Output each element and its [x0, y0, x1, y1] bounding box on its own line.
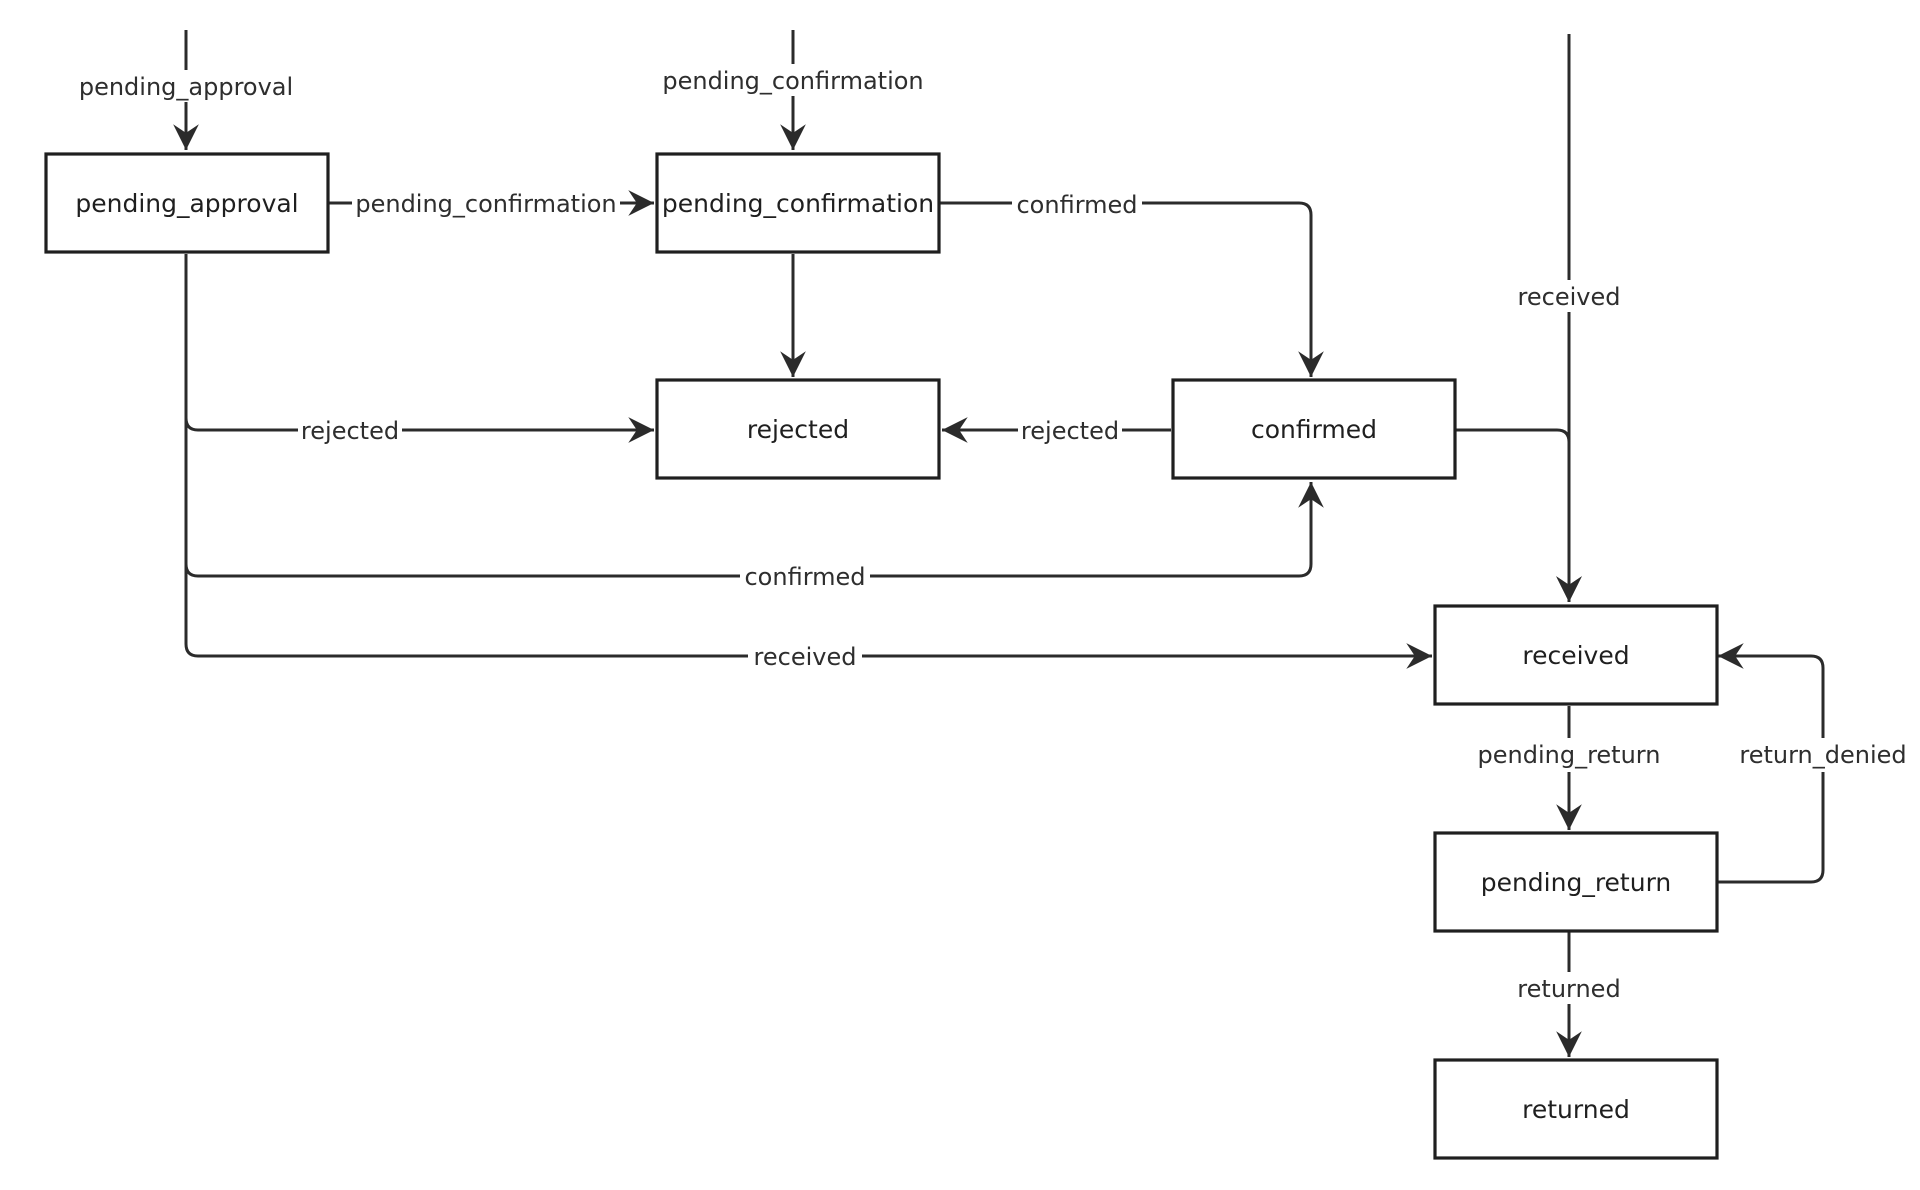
state-pending-confirmation: pending_confirmation — [655, 152, 941, 254]
edge-entry-received: received — [1510, 34, 1628, 602]
state-confirmed: confirmed — [1171, 378, 1457, 480]
state-pending-return: pending_return — [1433, 831, 1719, 933]
edge-label-entry-pending-approval: pending_approval — [79, 73, 293, 101]
state-label-rejected: rejected — [747, 415, 849, 444]
edge-label-pending-return-to-returned: returned — [1517, 975, 1620, 1003]
edge-received-to-pending-return: pending_return — [1478, 706, 1661, 830]
edge-confirmed-to-received — [1452, 428, 1582, 602]
state-pending-approval: pending_approval — [44, 152, 330, 254]
state-rejected: rejected — [655, 378, 941, 480]
state-label-received: received — [1522, 641, 1629, 670]
state-label-pending-return: pending_return — [1481, 868, 1672, 897]
edge-label-approval-to-confirmed: confirmed — [744, 563, 865, 591]
edge-label-confirmation-to-confirmed: confirmed — [1016, 191, 1137, 219]
state-label-returned: returned — [1522, 1095, 1630, 1124]
edge-entry-pending-approval: pending_approval — [79, 30, 293, 150]
edge-approval-to-rejected: rejected — [184, 254, 654, 446]
edge-label-entry-pending-confirmation: pending_confirmation — [662, 67, 923, 95]
edge-confirmation-to-confirmed: confirmed — [938, 188, 1324, 377]
state-received: received — [1433, 604, 1719, 706]
edge-label-approval-to-confirmation: pending_confirmation — [355, 190, 616, 218]
state-label-pending-confirmation: pending_confirmation — [662, 189, 934, 218]
edge-approval-to-received: received — [184, 564, 1432, 672]
edge-entry-pending-confirmation: pending_confirmation — [660, 30, 926, 150]
edge-confirmed-to-rejected: rejected — [942, 414, 1171, 446]
edge-pending-return-to-returned: returned — [1516, 932, 1622, 1057]
edge-return-denied: return_denied — [1716, 643, 1910, 884]
edge-label-entry-received: received — [1518, 283, 1621, 311]
edge-label-confirmed-to-rejected: rejected — [1021, 417, 1119, 445]
edge-label-approval-to-rejected: rejected — [301, 417, 399, 445]
state-returned: returned — [1433, 1058, 1719, 1160]
edge-label-return-denied: return_denied — [1739, 741, 1906, 769]
edge-label-approval-to-received: received — [754, 643, 857, 671]
state-label-pending-approval: pending_approval — [75, 189, 298, 218]
edge-label-received-to-pending-return: pending_return — [1478, 741, 1661, 769]
edge-approval-to-confirmation: pending_confirmation — [329, 186, 654, 220]
state-label-confirmed: confirmed — [1251, 415, 1377, 444]
